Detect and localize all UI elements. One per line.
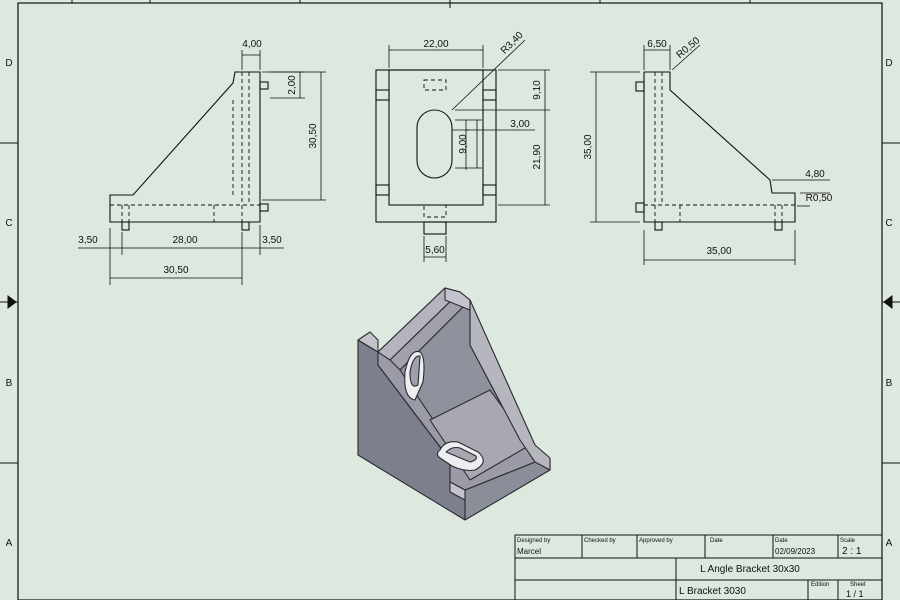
center-marks: [0, 295, 900, 309]
dim-right-height: 35,00: [583, 134, 594, 159]
zone-label-a-right: A: [886, 538, 893, 549]
dim-side-height: 30,50: [308, 123, 319, 148]
dim-front-lower: 21,90: [532, 144, 543, 169]
tb-edition-label: Edition: [811, 582, 829, 588]
tb-scale-label: Scale: [840, 538, 856, 544]
zone-label-d-left: D: [5, 58, 12, 69]
zone-label-a-left: A: [6, 538, 13, 549]
dim-front-slot-width: 3,00: [510, 119, 530, 130]
dim-right-radius-low: R0,50: [806, 193, 833, 204]
dim-side-right: 3,50: [262, 235, 282, 246]
dim-front-top-offset: 9,10: [532, 80, 543, 100]
tb-approved-by-label: Approved by: [639, 538, 673, 544]
front-view-dimensions: [388, 39, 550, 262]
dim-right-top: 6,50: [647, 39, 667, 50]
zone-number-3: 3: [522, 0, 527, 2]
zone-number-5: 5: [222, 0, 227, 2]
tb-sheet-label: Sheet: [850, 582, 866, 588]
zone-label-b-right: B: [886, 378, 893, 389]
side-view-left-dimensions: [78, 50, 326, 285]
tb-date-label-1: Date: [710, 538, 723, 544]
isometric-view: [357, 287, 551, 521]
side-view-left: [109, 71, 269, 231]
tb-designed-by: Marcel: [517, 547, 541, 556]
dim-front-width: 22,00: [423, 39, 448, 50]
zone-ticks: [0, 0, 900, 464]
zone-number-1: 1: [822, 0, 827, 2]
dim-right-step: 4,80: [805, 169, 825, 180]
tb-scale: 2 : 1: [842, 546, 862, 557]
tb-date-label-2: Date: [775, 538, 788, 544]
front-view: [375, 69, 497, 235]
side-view-right: [635, 71, 796, 231]
side-view-right-dimensions: [590, 44, 830, 265]
tb-date: 02/09/2023: [775, 547, 816, 556]
zone-label-c-right: C: [885, 218, 892, 229]
dim-front-tab: 5,60: [425, 245, 445, 256]
zone-number-4: 4: [372, 0, 377, 2]
dim-side-left: 3,50: [78, 235, 98, 246]
dim-side-total: 30,50: [163, 265, 188, 276]
tb-designed-by-label: Designed by: [517, 538, 550, 544]
dim-front-slot-length: 9,00: [458, 134, 469, 154]
tb-part-name: L Bracket 3030: [679, 586, 746, 597]
zone-label-d-right: D: [885, 58, 892, 69]
zone-label-b-left: B: [6, 378, 13, 389]
dim-side-pin-spacing: 28,00: [172, 235, 197, 246]
dim-side-top-width: 4,00: [242, 39, 262, 50]
tb-sheet: 1 / 1: [846, 589, 864, 599]
zone-number-2: 2: [672, 0, 677, 2]
zone-label-c-left: C: [5, 218, 12, 229]
zone-number-6: 6: [69, 0, 74, 2]
dim-side-pin-offset: 2,00: [287, 75, 298, 95]
tb-title: L Angle Bracket 30x30: [700, 564, 800, 575]
tb-checked-by-label: Checked by: [584, 538, 616, 544]
title-block: [514, 534, 883, 600]
dim-right-width: 35,00: [706, 246, 731, 257]
